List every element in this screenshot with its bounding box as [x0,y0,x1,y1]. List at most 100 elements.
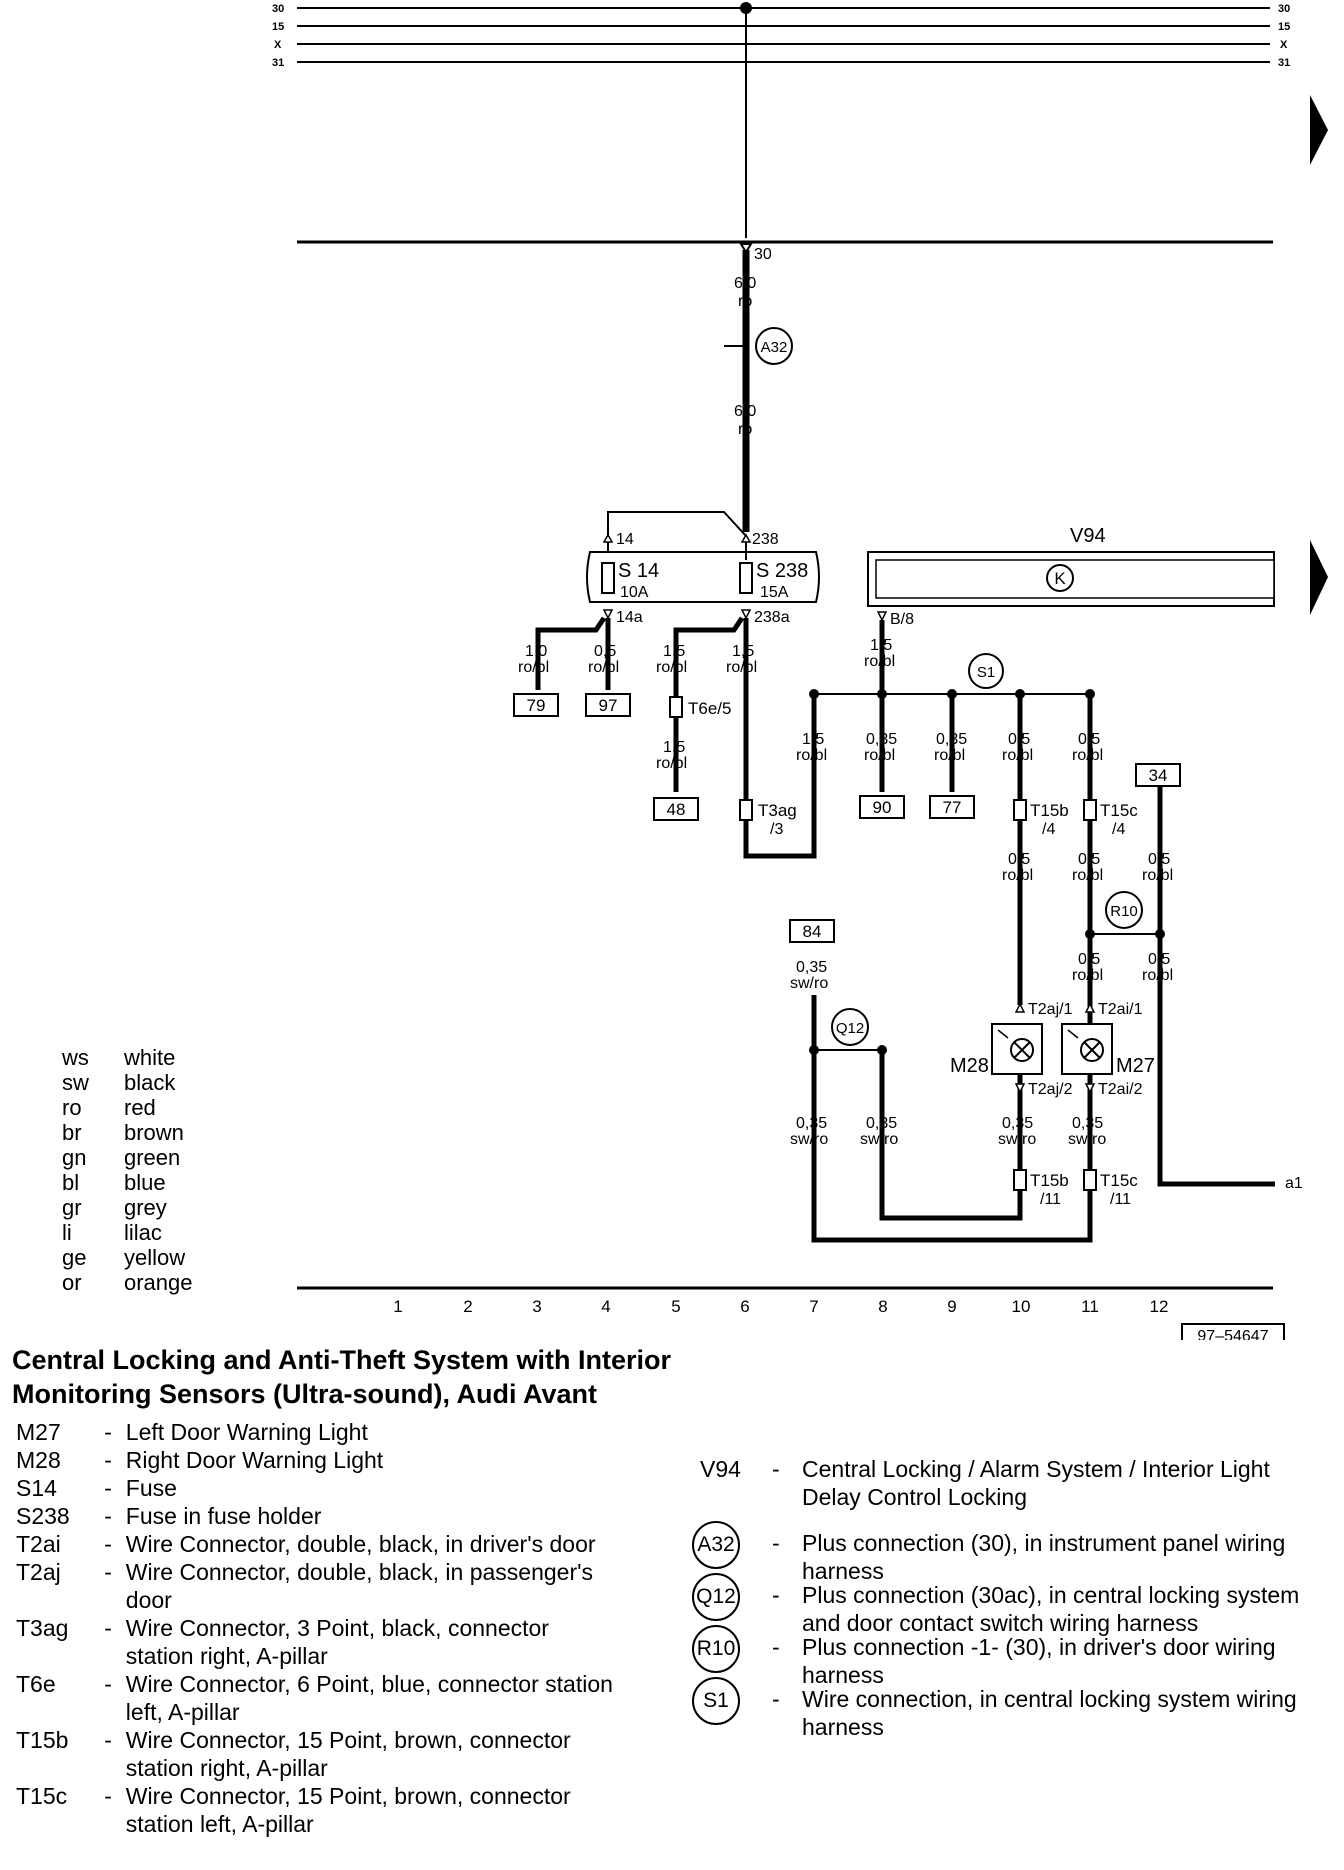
legend-item: R10-Plus connection -1- (30), in driver'… [692,1625,1330,1689]
wire-col12 [1157,786,1275,1187]
fuse-s238-rating: 15A [760,584,789,601]
grid-number: 7 [809,1297,818,1316]
legend-item: A32-Plus connection (30), in instrument … [692,1521,1330,1585]
legend-code-circled: R10 [692,1625,740,1673]
rail-labels-right: 30 15 X 31 [1278,3,1290,69]
t3ag-loop-wire [743,694,817,859]
main-wire-size-1: 6,0 [734,275,756,292]
legend-desc: Plus connection (30), in instrument pane… [802,1530,1286,1584]
legend-item: T6e-Wire Connector, 6 Point, blue, conne… [16,1670,616,1726]
ref-48: 48 [667,800,686,819]
color-abbr: ge [62,1245,87,1270]
wiring-diagram: 30 15 X 31 30 15 X 31 30 6,0 ro A32 6,0 … [272,2,1328,1340]
color-name: green [124,1145,181,1170]
color-abbr: sw [62,1070,89,1095]
legend-code: A32 [692,1521,772,1581]
r10-node-left [1085,929,1095,939]
page-title: Central Locking and Anti-Theft System wi… [12,1343,671,1411]
color-name: brown [124,1120,184,1145]
rail-labels-left: 30 15 X 31 [272,3,284,69]
t2ai1-marker [1084,1002,1096,1013]
legend-desc: Fuse [125,1475,177,1501]
a32-connection [755,327,793,365]
legend-item: T2ai-Wire Connector, double, black, in d… [16,1530,616,1558]
legend-desc: Wire connection, in central locking syst… [802,1686,1297,1740]
legend-code-circled: Q12 [692,1573,740,1621]
main-wire-color-1: ro [738,293,752,310]
fuse-s14-rating: 10A [620,584,649,601]
legend-dash: - [104,1559,112,1585]
rail-label-x-left: X [274,39,282,51]
t15b-top-pin: /4 [1042,821,1055,838]
legend-desc: Wire Connector, 15 Point, brown, connect… [125,1783,571,1837]
legend-code: T15c [16,1783,68,1809]
wire-s1-8-color: ro/bl [864,747,895,764]
s1-splice [968,653,1004,689]
ref-79: 79 [527,696,546,715]
legend-item: T3ag-Wire Connector, 3 Point, black, con… [16,1614,616,1670]
t2ai2-marker [1084,1083,1096,1094]
ref-number: 97–54647 [1197,1328,1268,1340]
wire-11-low-color: ro/bl [1072,967,1103,984]
t6e-label: T6e/5 [688,699,731,718]
grid-number: 5 [671,1297,680,1316]
wire-col7-low [811,995,1093,1243]
wire-84-size: 0,35 [796,959,827,976]
wire-8-low-color: sw/ro [860,1131,898,1148]
ref-box-84 [789,919,835,943]
grid-number: 12 [1150,1297,1169,1316]
s14-out-marker [602,609,614,620]
legend-dash: - [772,1634,780,1660]
wire-8-low-size: 0,35 [866,1115,897,1132]
r10-splice [1105,891,1143,929]
legend-item: T2aj-Wire Connector, double, black, in p… [16,1558,616,1614]
wire-col8-low [879,1050,1023,1221]
rail-label-31-left: 31 [272,57,284,69]
legend-item: Q12-Plus connection (30ac), in central l… [692,1573,1330,1637]
legend-dash: - [104,1783,112,1809]
color-abbr: li [62,1220,72,1245]
v94-pin: B/8 [890,611,914,628]
grid-number: 9 [947,1297,956,1316]
legend-code: T3ag [16,1615,69,1641]
wire-s1-8-size: 0,35 [866,731,897,748]
wire-7-low-color: sw/ro [790,1131,828,1148]
fuse-s238 [739,562,753,594]
legend-item: M27-Left Door Warning Light [16,1418,616,1446]
wire-10-mid-size: 0,5 [1008,851,1030,868]
wire-11-mid-color: ro/bl [1072,867,1103,884]
color-name: orange [124,1270,193,1295]
q12-label: Q12 [836,1020,864,1037]
wire-10-mid-color: ro/bl [1002,867,1033,884]
main-wire-color-2: ro [738,421,752,438]
grid-numbers: 1 2 3 4 5 6 7 8 9 10 11 12 [393,1297,1168,1316]
wire-s1-9-color: ro/bl [934,747,965,764]
legend-dash: - [104,1503,112,1529]
wire-s1-10-size: 0,5 [1008,731,1030,748]
s238-pin-marker [740,533,752,543]
fuse-s14-label: S 14 [618,560,659,582]
legend-dash: - [104,1727,112,1753]
r10-label: R10 [1110,903,1138,920]
legend-item: T15c -Wire Connector, 15 Point, brown, co… [16,1782,616,1838]
wire-12-mid-color: ro/bl [1142,867,1173,884]
main-wire-size-2: 6,0 [734,403,756,420]
ref-box-48 [653,797,699,821]
t2aj1-label: T2aj/1 [1028,1001,1073,1018]
ref-box-79 [513,693,559,717]
legend-code: T15b [16,1727,69,1753]
color-abbr: br [62,1120,82,1145]
t15c-top-label: T15c [1100,801,1138,820]
ref-34: 34 [1149,766,1168,785]
t15c-top-pin: /4 [1112,821,1125,838]
m28-label: M28 [950,1055,989,1077]
color-name: lilac [124,1220,162,1245]
terminal-30-label: 30 [754,246,772,263]
legend-desc: Central Locking / Alarm System / Interio… [802,1456,1270,1510]
m28-lamp [991,1023,1043,1075]
wire-97-size: 0,5 [594,643,616,660]
t15b-bot-connector [1013,1169,1027,1191]
legend-dash: - [104,1531,112,1557]
